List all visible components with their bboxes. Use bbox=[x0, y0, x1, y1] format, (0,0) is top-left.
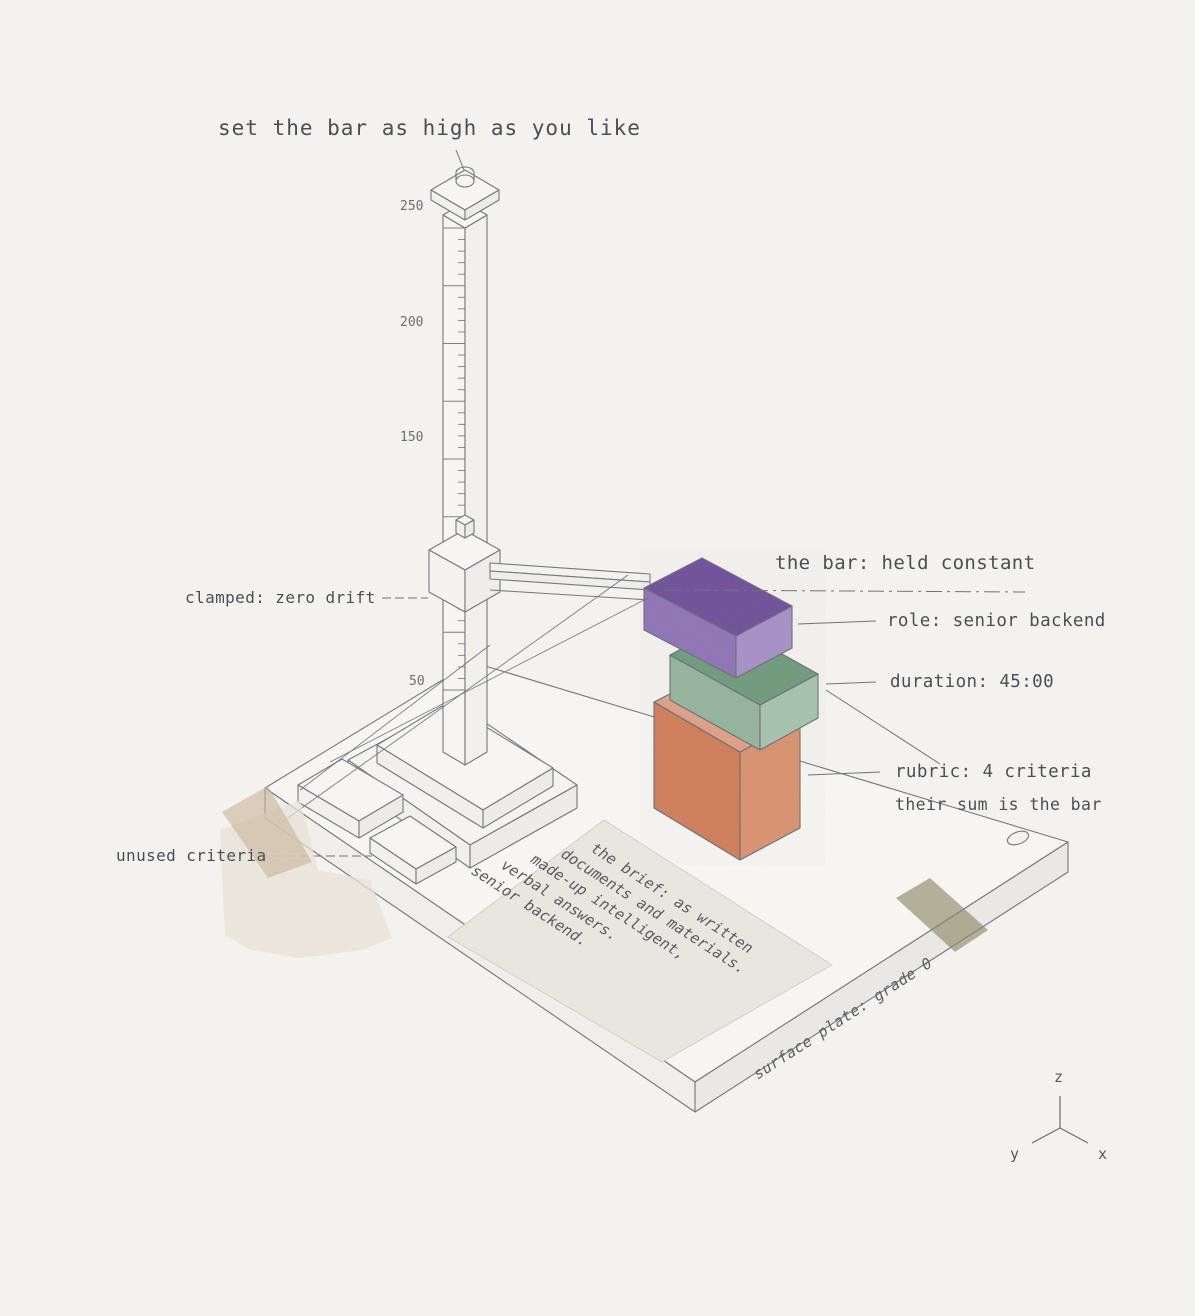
plate-hole bbox=[1006, 830, 1030, 846]
base-upper-right bbox=[482, 767, 554, 829]
bar-constant-leader bbox=[664, 589, 1026, 593]
brief-paper bbox=[447, 819, 833, 1063]
clamped-label: clamped: zero drift bbox=[185, 588, 376, 607]
height-column bbox=[430, 166, 500, 766]
axis-label-y: y bbox=[1010, 1145, 1020, 1163]
tape-left bbox=[222, 786, 312, 878]
role-leader bbox=[797, 620, 877, 625]
guide-line-3 bbox=[329, 597, 649, 763]
clamp-block bbox=[428, 514, 651, 613]
rubric-note: their sum is the bar bbox=[895, 795, 1102, 814]
duration-leader bbox=[825, 681, 877, 685]
ruler-tick-200: 200 bbox=[400, 315, 424, 330]
ruler-tick-150: 150 bbox=[400, 430, 424, 445]
y-axis-line bbox=[1031, 1127, 1061, 1144]
stack-texture bbox=[640, 550, 825, 865]
guide-line-1 bbox=[281, 574, 629, 823]
bar-constant-label: the bar: held constant bbox=[775, 552, 1036, 574]
diagram-title: set the bar as high as you like bbox=[218, 116, 641, 140]
unused-block-2 bbox=[369, 815, 457, 885]
criteria-stack bbox=[640, 550, 825, 865]
tape-right bbox=[896, 878, 988, 952]
column-cap bbox=[430, 166, 500, 221]
rubric-leader bbox=[807, 771, 881, 776]
title-leader bbox=[455, 149, 465, 171]
ruler-tick-250: 250 bbox=[400, 199, 424, 214]
rubric-label: rubric: 4 criteria bbox=[895, 762, 1092, 782]
rubric-diagonal-leader bbox=[825, 689, 941, 765]
unused-block-1 bbox=[297, 758, 404, 839]
leader-lines bbox=[274, 149, 1026, 857]
unused-criteria-blocks bbox=[297, 758, 457, 885]
duration-label: duration: 45:00 bbox=[890, 672, 1055, 692]
x-axis-line bbox=[1059, 1127, 1089, 1144]
axis-label-x: x bbox=[1098, 1145, 1108, 1163]
guide-line-2 bbox=[299, 644, 491, 791]
unused-criteria-label: unused criteria bbox=[116, 846, 267, 865]
axis-label-z: z bbox=[1054, 1068, 1064, 1086]
base-lower-right bbox=[469, 784, 578, 869]
role-label: role: senior backend bbox=[887, 611, 1106, 631]
axes-indicator bbox=[1031, 1096, 1089, 1144]
ruler-tick-50: 50 bbox=[409, 674, 425, 689]
